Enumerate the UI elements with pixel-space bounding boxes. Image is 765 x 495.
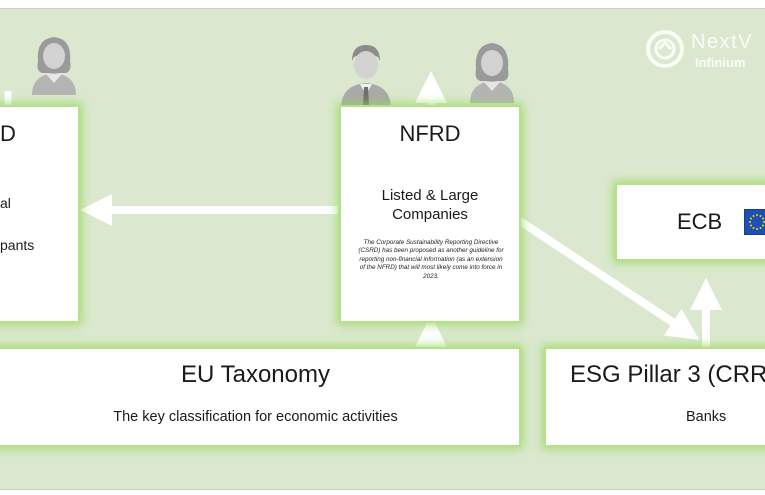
nfrd-subtitle-line1: Listed & Large	[381, 187, 479, 204]
pillar-title: ESG Pillar 3 (CRR	[570, 361, 765, 388]
eu-taxonomy-box: EU Taxonomy The key classification for e…	[0, 349, 519, 445]
female-person-icon	[470, 43, 514, 103]
ecb-box: ECB	[617, 185, 765, 259]
connector-arrows	[4, 71, 722, 349]
diagram-canvas: NextV Infinium D al pants NFRD Listed & …	[0, 8, 765, 490]
left-box-line1: al	[0, 195, 11, 211]
eu-flag-icon	[744, 209, 765, 235]
logo: NextV Infinium	[645, 25, 765, 81]
taxonomy-title: EU Taxonomy	[181, 361, 330, 388]
pillar-subtitle: Banks	[686, 409, 727, 425]
taxonomy-subtitle: The key classification for economic acti…	[113, 409, 398, 425]
logo-text: NextV	[691, 31, 753, 53]
nfrd-title: NFRD	[399, 121, 461, 146]
nfrd-note: The Corporate Sustainability Reporting D…	[358, 239, 504, 280]
nfrd-subtitle-line2: Companies	[392, 206, 468, 223]
left-box-title: D	[0, 121, 16, 146]
logo-subtext: Infinium	[695, 55, 746, 70]
female-person-icon	[32, 37, 76, 95]
nfrd-box: NFRD Listed & Large Companies The Corpor…	[341, 107, 519, 321]
left-directive-box: D al pants	[0, 107, 78, 321]
esg-pillar-3-box: ESG Pillar 3 (CRR Banks	[546, 349, 765, 445]
ecb-title: ECB	[677, 209, 723, 234]
logo-icon	[646, 30, 684, 68]
male-person-icon	[341, 45, 391, 107]
left-box-line2: pants	[0, 237, 35, 253]
arrow-nfrd-to-pillar	[517, 217, 700, 340]
